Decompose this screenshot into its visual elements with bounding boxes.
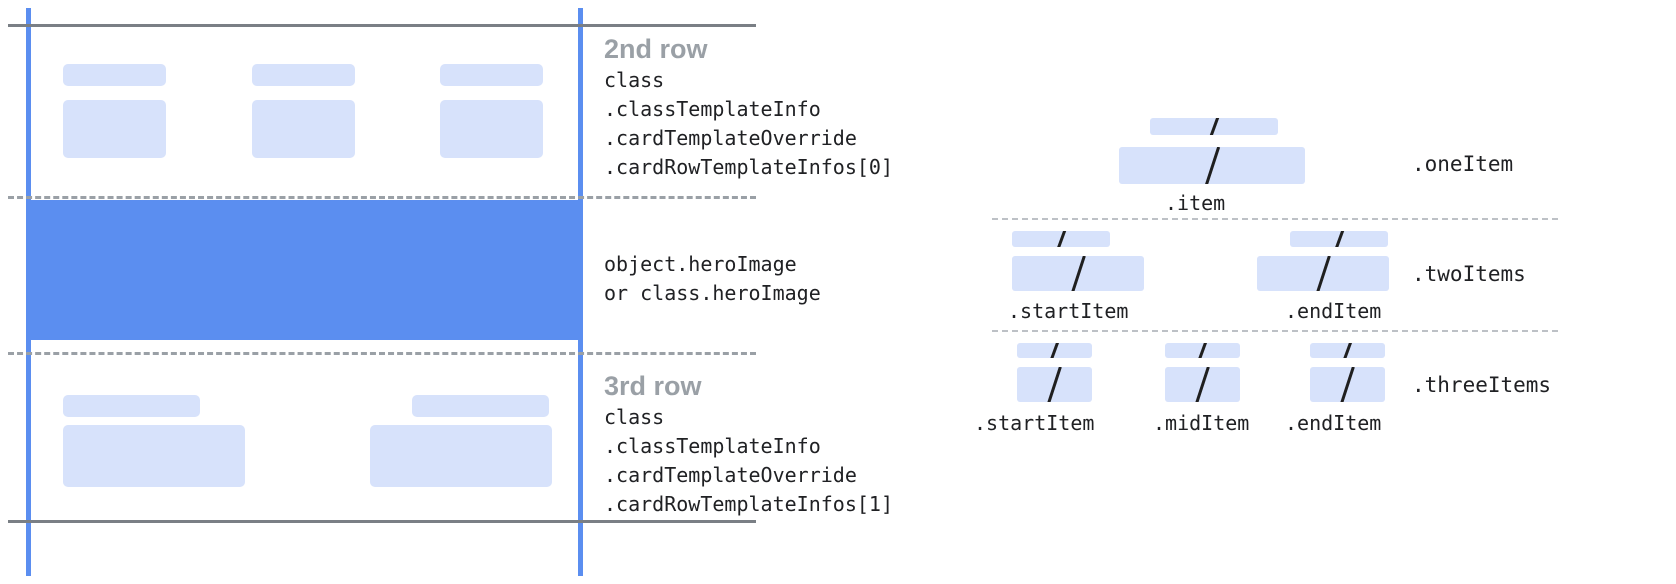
slash-mark bbox=[1342, 343, 1353, 358]
two-items-start-caption: .startItem bbox=[1008, 299, 1129, 323]
three-items-mid-label-bar bbox=[1165, 343, 1240, 358]
third-row-code-line-3: .cardTemplateOverride bbox=[604, 463, 857, 487]
two-items-start-label-bar bbox=[1012, 231, 1110, 247]
one-item-caption: .item bbox=[1165, 191, 1226, 215]
slash-mark bbox=[1333, 231, 1345, 247]
three-items-start-caption: .startItem bbox=[974, 411, 1095, 435]
row3-col2-label-block bbox=[412, 395, 549, 417]
row2-col2-label-block bbox=[252, 64, 355, 86]
row2-col3-value-block bbox=[440, 100, 543, 158]
row3-col1-value-block bbox=[63, 425, 245, 487]
three-items-start-value-bar bbox=[1017, 367, 1092, 402]
group-divider-1 bbox=[992, 218, 1558, 220]
card-left-guide-rail bbox=[26, 8, 31, 576]
item-layout-diagram: .item .oneItem .startItem .endItem .twoI… bbox=[960, 0, 1676, 584]
group-divider-2 bbox=[992, 330, 1558, 332]
row-separator-bottom bbox=[8, 352, 756, 355]
three-items-end-label-bar bbox=[1310, 343, 1385, 358]
slash-mark bbox=[1049, 343, 1060, 358]
row3-col2-value-block bbox=[370, 425, 552, 487]
slash-mark bbox=[1197, 343, 1208, 358]
three-items-mid-value-bar bbox=[1165, 367, 1240, 402]
slash-mark bbox=[1055, 231, 1067, 247]
row2-col1-label-block bbox=[63, 64, 166, 86]
second-row-heading: 2nd row bbox=[604, 34, 708, 64]
slash-mark bbox=[1204, 147, 1220, 184]
three-items-end-caption: .endItem bbox=[1285, 411, 1382, 435]
annotation-second-row: 2nd row class .classTemplateInfo .cardTe… bbox=[604, 32, 893, 182]
slash-mark bbox=[1315, 256, 1331, 291]
slash-mark bbox=[1208, 118, 1220, 135]
row3-col1-label-block bbox=[63, 395, 200, 417]
slash-mark bbox=[1195, 367, 1210, 402]
third-row-code-line-4: .cardRowTemplateInfos[1] bbox=[604, 492, 893, 516]
second-row-code-line-2: .classTemplateInfo bbox=[604, 97, 821, 121]
group-label-three-items: .threeItems bbox=[1412, 373, 1552, 397]
annotation-hero-image: object.heroImage or class.heroImage bbox=[604, 250, 821, 308]
three-items-end-value-bar bbox=[1310, 367, 1385, 402]
row2-col1-value-block bbox=[63, 100, 166, 158]
card-template-diagram bbox=[0, 0, 756, 584]
row2-col2-value-block bbox=[252, 100, 355, 158]
one-item-label-bar bbox=[1150, 118, 1278, 135]
three-items-start-label-bar bbox=[1017, 343, 1092, 358]
third-row-heading: 3rd row bbox=[604, 371, 702, 401]
row2-col3-label-block bbox=[440, 64, 543, 86]
card-bottom-rule bbox=[8, 520, 756, 523]
hero-image-band bbox=[31, 200, 580, 340]
card-top-rule bbox=[8, 24, 756, 27]
three-items-mid-caption: .midItem bbox=[1153, 411, 1250, 435]
annotation-third-row: 3rd row class .classTemplateInfo .cardTe… bbox=[604, 369, 893, 519]
one-item-value-bar bbox=[1119, 147, 1305, 184]
second-row-code-line-1: class bbox=[604, 68, 665, 92]
slash-mark bbox=[1070, 256, 1086, 291]
third-row-code-line-1: class bbox=[604, 405, 665, 429]
two-items-start-value-bar bbox=[1012, 256, 1144, 291]
two-items-end-caption: .endItem bbox=[1285, 299, 1382, 323]
slash-mark bbox=[1340, 367, 1355, 402]
group-label-one-item: .oneItem bbox=[1412, 152, 1514, 176]
second-row-code-line-3: .cardTemplateOverride bbox=[604, 126, 857, 150]
slash-mark bbox=[1047, 367, 1062, 402]
second-row-code-line-4: .cardRowTemplateInfos[0] bbox=[604, 155, 893, 179]
card-right-guide-rail bbox=[578, 8, 583, 576]
hero-code-line-1: object.heroImage bbox=[604, 252, 797, 276]
two-items-end-value-bar bbox=[1257, 256, 1389, 291]
row-separator-top bbox=[8, 196, 756, 199]
third-row-code-line-2: .classTemplateInfo bbox=[604, 434, 821, 458]
two-items-end-label-bar bbox=[1290, 231, 1388, 247]
group-label-two-items: .twoItems bbox=[1412, 262, 1526, 286]
hero-code-line-2: or class.heroImage bbox=[604, 281, 821, 305]
